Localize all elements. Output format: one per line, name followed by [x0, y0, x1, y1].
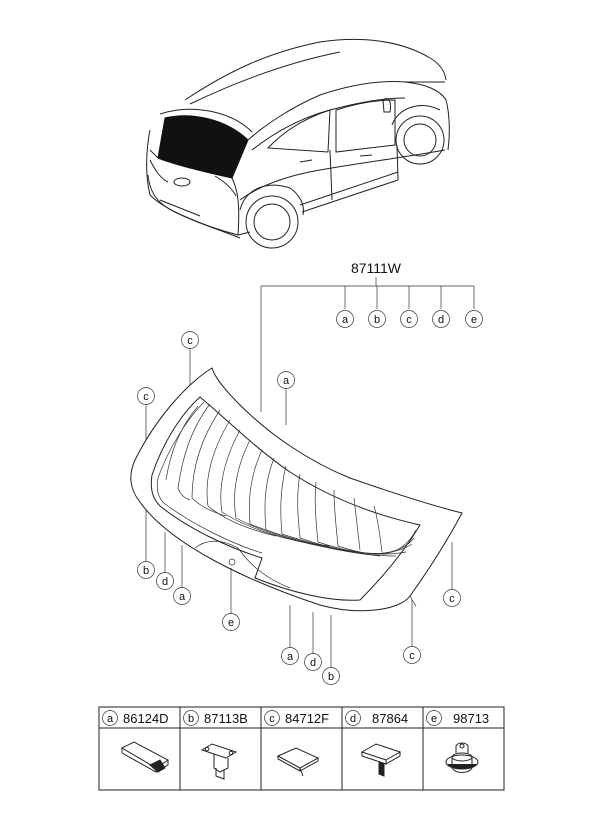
svg-text:b: b: [188, 713, 194, 725]
table-header-c: c 84712F: [264, 710, 329, 726]
vehicle-illustration: [146, 38, 450, 249]
pad-icon: [276, 747, 320, 777]
svg-text:e: e: [471, 314, 477, 326]
sub-letter-a: a: [336, 310, 354, 328]
svg-text:e: e: [228, 617, 234, 629]
rear-glass: [130, 367, 463, 612]
callout-d-bottom: d: [304, 612, 322, 671]
svg-text:a: a: [287, 651, 294, 663]
svg-text:c: c: [143, 391, 149, 403]
table-header-b: b 87113B: [183, 710, 248, 726]
spacer-clip-icon: [360, 743, 402, 777]
defroster-lines: [165, 403, 417, 557]
callout-c-left: c: [137, 387, 155, 440]
svg-text:d: d: [162, 576, 168, 588]
svg-text:a: a: [342, 314, 349, 326]
part-number-a: 86124D: [123, 711, 169, 726]
callout-c-right: c: [443, 542, 461, 607]
svg-text:c: c: [269, 713, 275, 725]
sub-letter-e: e: [465, 310, 483, 328]
callout-c-top: c: [181, 331, 199, 385]
grommet-icon: [445, 742, 479, 773]
svg-text:c: c: [449, 593, 455, 605]
part-number-b: 87113B: [204, 711, 248, 726]
part-number-c: 84712F: [285, 711, 329, 726]
callout-d-left: d: [156, 532, 174, 590]
svg-text:a: a: [179, 591, 186, 603]
part-number-e: 98713: [453, 711, 489, 726]
svg-text:b: b: [328, 671, 334, 683]
sub-letter-b: b: [368, 310, 386, 328]
assembly-leader: 87111W: [260, 260, 475, 412]
svg-text:c: c: [406, 314, 412, 326]
callout-c-bottom: c: [403, 600, 421, 664]
assembly-part-number: 87111W: [351, 260, 402, 276]
svg-text:a: a: [283, 375, 290, 387]
callout-b-bottom: b: [322, 615, 340, 685]
callout-b-left: b: [137, 510, 155, 579]
callout-a-left: a: [173, 545, 191, 605]
callout-e-mid: e: [222, 568, 240, 631]
svg-text:d: d: [310, 657, 316, 669]
table-header-a: a 86124D: [102, 710, 169, 726]
sub-letter-c: c: [400, 310, 418, 328]
svg-text:b: b: [143, 565, 149, 577]
sub-letter-d: d: [432, 310, 450, 328]
assembly-sub-letters: a b c d e: [336, 310, 483, 328]
parts-table: a 86124D b 87113B c 84712F d 87864 e 987…: [98, 706, 505, 791]
table-header-e: e 98713: [426, 710, 489, 726]
svg-text:d: d: [350, 713, 356, 725]
svg-text:e: e: [431, 713, 437, 725]
part-number-d: 87864: [372, 711, 408, 726]
svg-text:c: c: [187, 335, 193, 347]
svg-text:a: a: [107, 713, 114, 725]
svg-text:c: c: [409, 650, 415, 662]
callout-a-bottom: a: [281, 605, 299, 665]
bracket-clip-icon: [200, 743, 238, 780]
svg-text:d: d: [438, 314, 444, 326]
callout-a-top: a: [277, 371, 295, 425]
table-header-d: d 87864: [345, 710, 408, 726]
svg-text:b: b: [374, 314, 380, 326]
moulding-strip-icon: [120, 741, 169, 773]
